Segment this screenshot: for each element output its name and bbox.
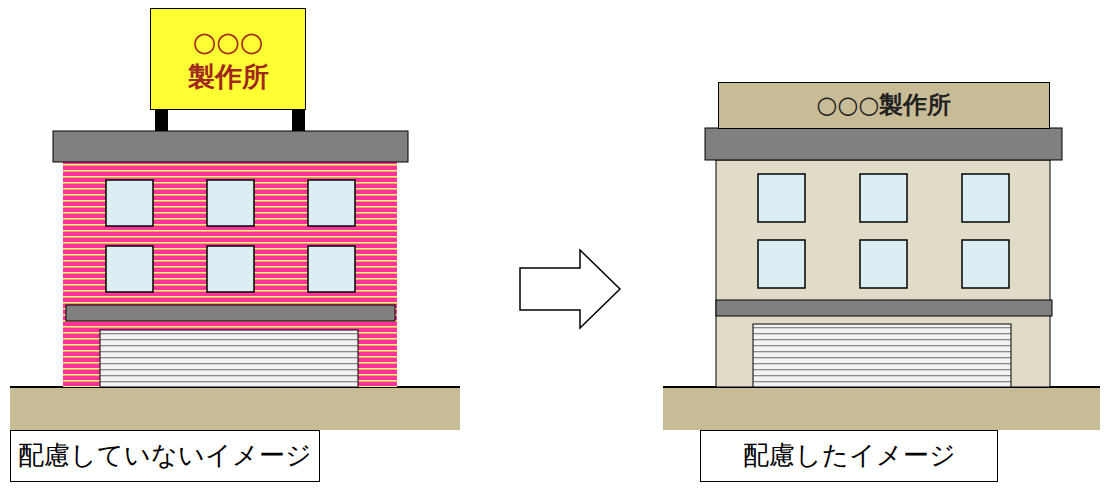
windows — [758, 174, 1009, 288]
node-label: ○○○製作所 — [817, 90, 952, 121]
shutter — [100, 330, 358, 387]
shutter — [753, 324, 1011, 387]
ground — [10, 387, 460, 430]
node-label: 配慮していないイメージ — [18, 439, 312, 473]
roof-band — [53, 131, 408, 162]
node-label: 配慮したイメージ — [743, 439, 956, 473]
caption-box: 配慮していないイメージ — [10, 430, 320, 482]
node-label: ○○○ 製作所 — [151, 24, 305, 94]
building-wall — [63, 160, 397, 387]
floor-band — [716, 300, 1052, 316]
signboard: ○○○製作所 — [718, 82, 1050, 129]
left-building — [10, 108, 460, 430]
block-arrow — [520, 250, 620, 328]
building-wall — [716, 160, 1050, 387]
right-building — [663, 128, 1100, 430]
caption-box: 配慮したイメージ — [700, 430, 998, 482]
signboard: ○○○ 製作所 — [150, 8, 306, 110]
roof-band — [705, 128, 1062, 160]
ground — [663, 387, 1100, 430]
windows — [106, 180, 355, 292]
sign-leg — [292, 108, 305, 132]
floor-band — [66, 305, 395, 321]
sign-leg — [155, 108, 168, 132]
